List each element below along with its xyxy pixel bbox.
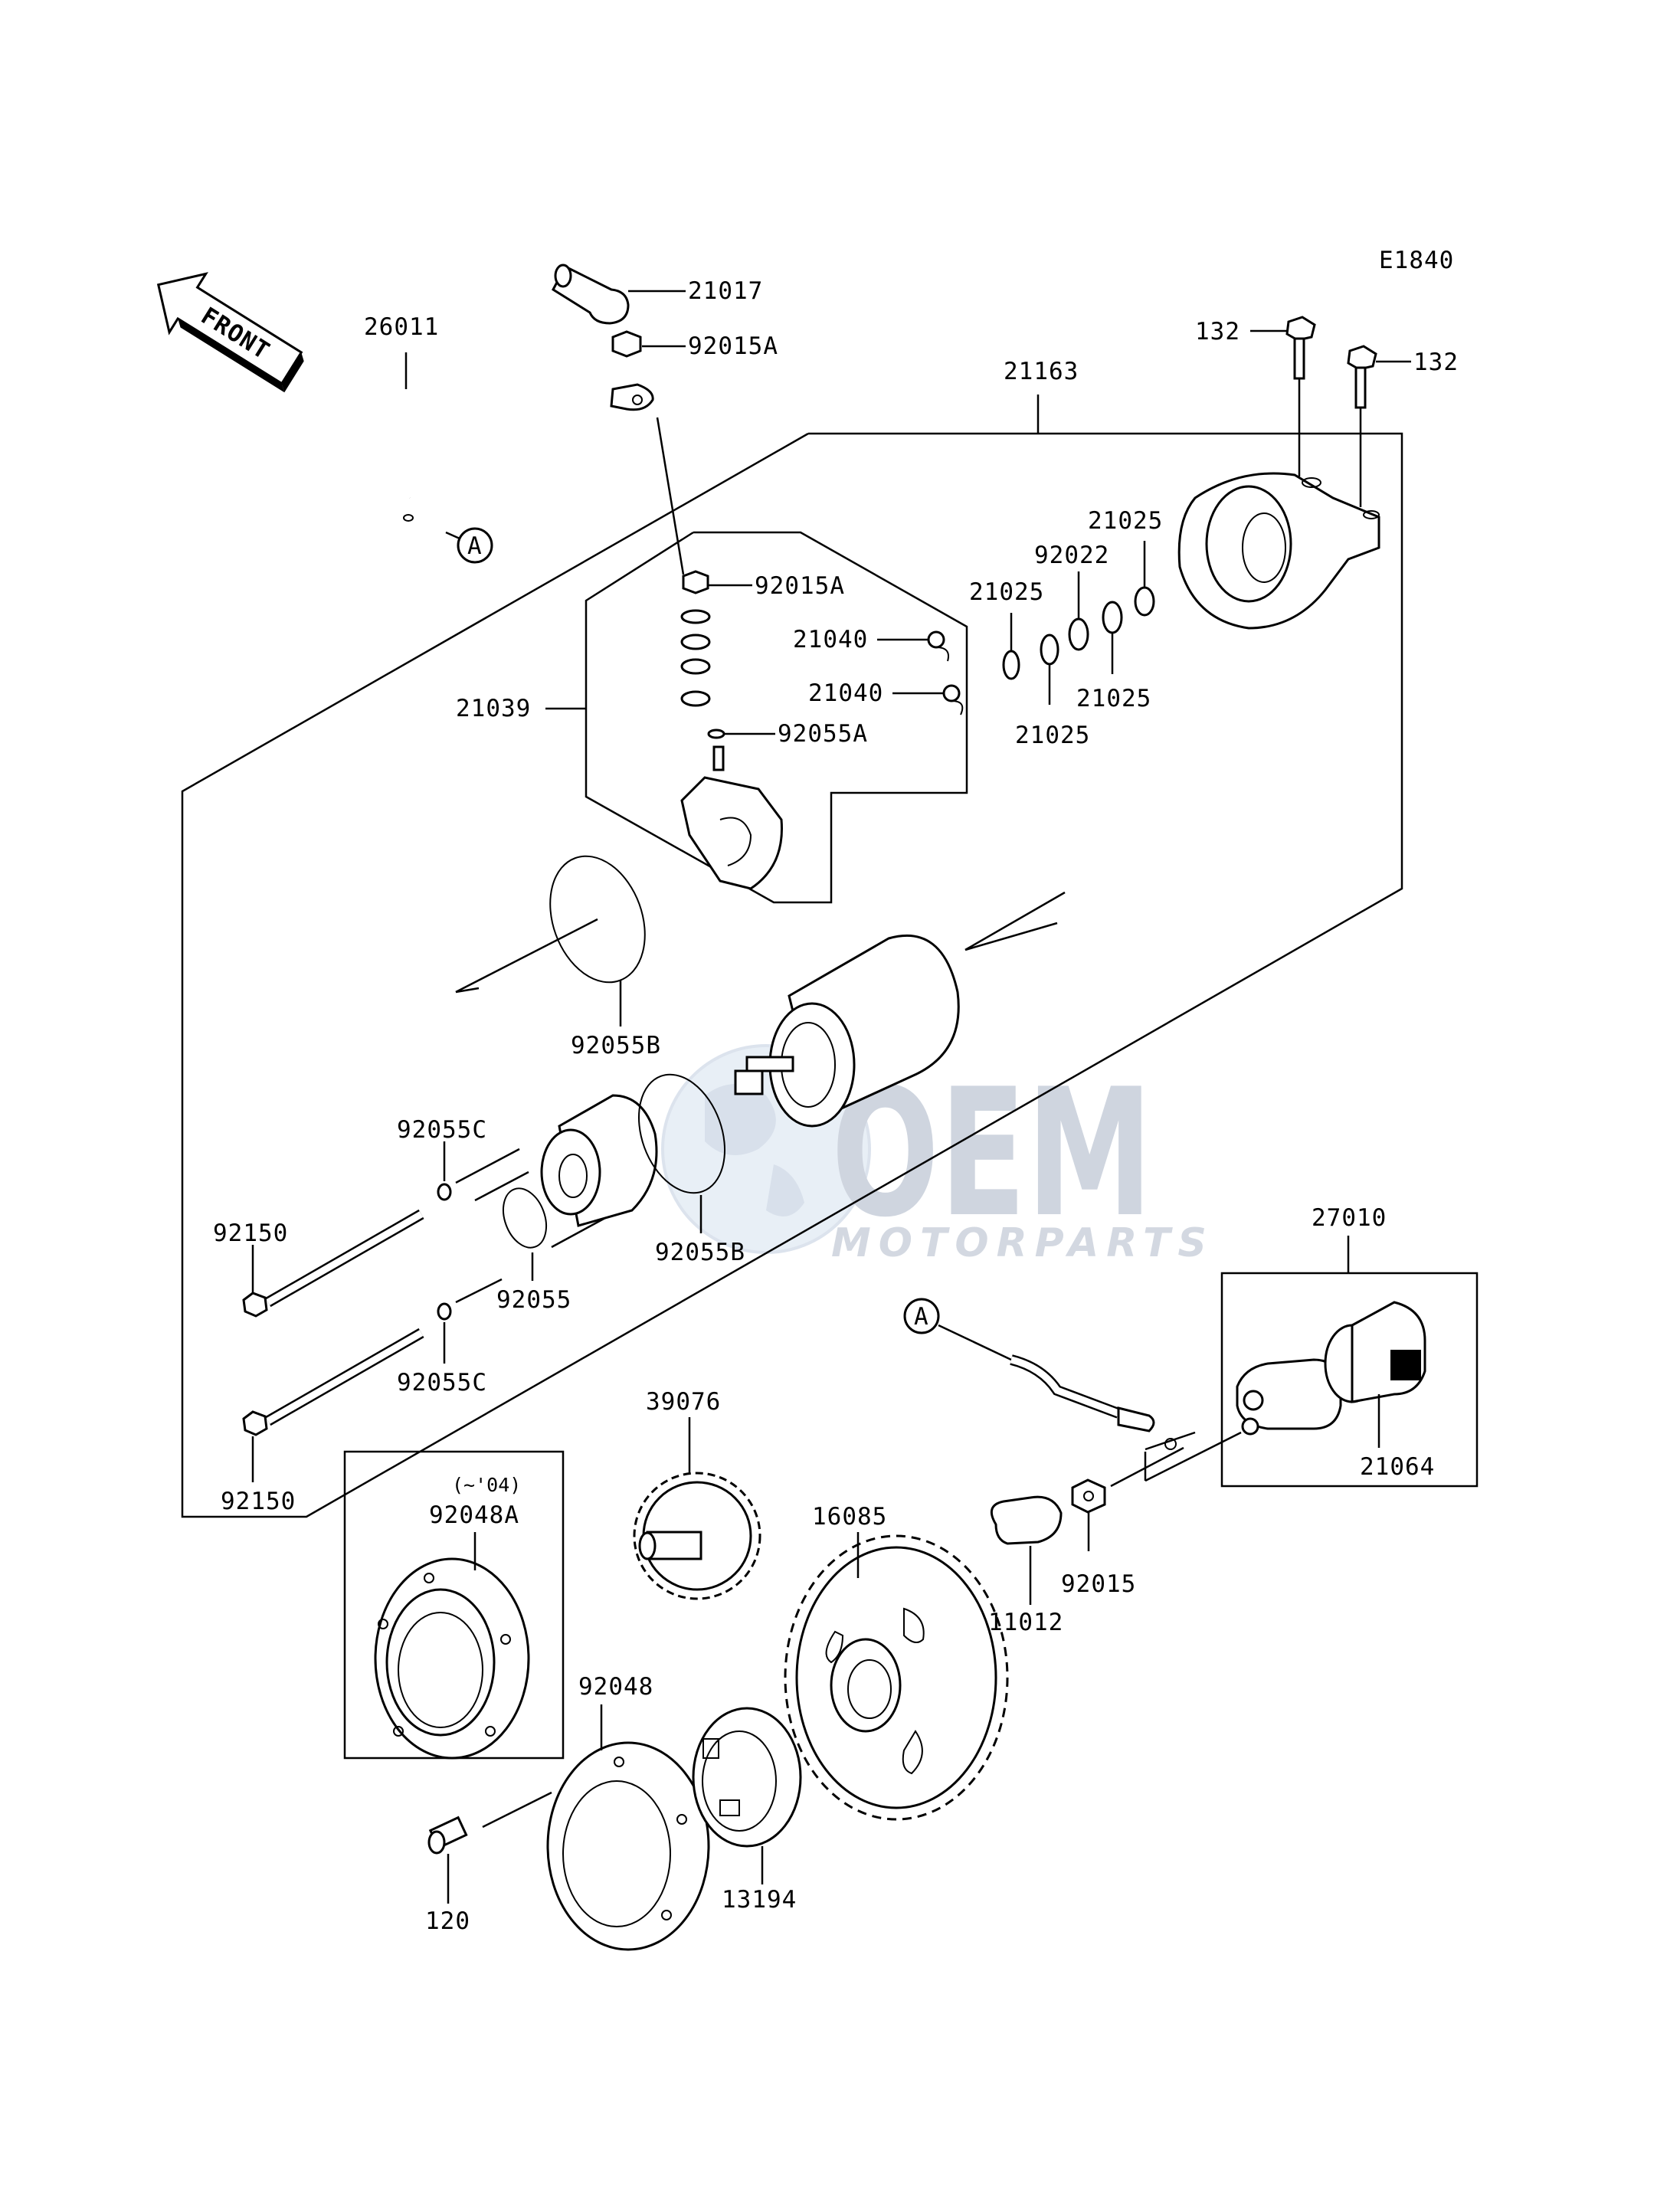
- roller-cage-13194: [692, 1707, 802, 1884]
- one-way-clutch-92048: [482, 1704, 710, 1951]
- label-21017: 21017: [688, 277, 763, 305]
- terminal-cap-21017: [552, 264, 630, 325]
- label-16085: 16085: [812, 1503, 887, 1531]
- cap-11012: [990, 1495, 1063, 1605]
- front-arrow-icon: FRONT: [156, 272, 304, 393]
- label-92055C-b: 92055C: [397, 1369, 487, 1396]
- washer-set-21025: [1002, 586, 1155, 680]
- o-ring-92055B-lower: [637, 1073, 726, 1194]
- ref-marker-a-bottom: [903, 1298, 940, 1334]
- label-26011: 26011: [364, 313, 439, 341]
- assembly-outline-21163: [181, 432, 1403, 1518]
- o-ring-92055C-b: [437, 1302, 452, 1321]
- label-132-right: 132: [1413, 349, 1459, 376]
- rubber-boot-21064: [1324, 1301, 1426, 1448]
- starter-cable-26011: [379, 372, 654, 522]
- label-21040-a: 21040: [793, 626, 868, 653]
- ref-marker-a-bottom-label: A: [914, 1303, 929, 1331]
- diagram-code: E1840: [1379, 247, 1454, 274]
- label-92055: 92055: [496, 1286, 571, 1314]
- label-120: 120: [425, 1907, 470, 1935]
- label-21025-b: 21025: [969, 578, 1044, 606]
- label-39076: 39076: [646, 1388, 721, 1416]
- label-21025-c: 21025: [1076, 685, 1151, 712]
- label-21163: 21163: [1004, 358, 1079, 385]
- label-27010: 27010: [1312, 1204, 1387, 1232]
- through-bolt-92150-b: [242, 1328, 424, 1436]
- nut-92015: [1071, 1478, 1106, 1514]
- one-way-clutch-92048A: [374, 1532, 530, 1760]
- assembly-outline-27010: [1220, 1272, 1479, 1488]
- bolt-132-right: [1347, 345, 1411, 507]
- label-21040-b: 21040: [808, 679, 883, 707]
- label-92055B-a: 92055B: [571, 1032, 661, 1059]
- o-ring-92055C-a: [437, 1183, 452, 1201]
- starter-motor-body: [734, 891, 1066, 1128]
- rear-cover-21163: [1177, 472, 1380, 630]
- label-92055A: 92055A: [778, 720, 868, 748]
- label-132-left: 132: [1195, 318, 1240, 345]
- label-92048: 92048: [578, 1673, 653, 1701]
- label-92015: 92015: [1061, 1570, 1136, 1598]
- bolt-132-left: [1250, 316, 1316, 476]
- label-92015A-mid: 92015A: [755, 572, 845, 600]
- label-13194: 13194: [722, 1886, 797, 1914]
- spring-21040-a: [927, 630, 949, 662]
- label-92048A: 92048A: [429, 1501, 519, 1529]
- starter-clutch-gear-16085: [784, 1532, 1009, 1821]
- idler-gear-39076: [633, 1417, 761, 1600]
- label-92022: 92022: [1034, 542, 1109, 569]
- watermark-tagline: MOTORPARTS: [831, 1220, 1214, 1266]
- brush-holder-21039: [680, 570, 783, 890]
- bolt-120: [427, 1816, 468, 1904]
- cable-lead: [938, 1324, 1196, 1451]
- label-21025-d: 21025: [1015, 722, 1090, 749]
- label-92150-a: 92150: [213, 1220, 288, 1247]
- spring-21040-b: [942, 684, 964, 715]
- starter-relay-27010: [1144, 1358, 1342, 1482]
- through-bolt-92150-a: [242, 1209, 424, 1318]
- o-ring-92055B-upper: [549, 855, 646, 984]
- o-ring-92055: [502, 1187, 548, 1249]
- front-cover: [540, 1094, 658, 1227]
- nut-92015A-top: [611, 330, 642, 358]
- label-92055B-b: 92055B: [655, 1239, 745, 1266]
- label-92055C-a: 92055C: [397, 1116, 487, 1144]
- ref-marker-a-top: [457, 527, 493, 564]
- label-11012: 11012: [988, 1609, 1063, 1636]
- label-21064: 21064: [1360, 1453, 1435, 1481]
- label-21025-a: 21025: [1088, 507, 1163, 535]
- label-21039: 21039: [456, 695, 531, 722]
- label-92150-b: 92150: [221, 1488, 296, 1515]
- label-note-years: (~'04): [452, 1474, 521, 1496]
- ref-marker-a-top-label: A: [467, 532, 483, 560]
- label-92015A-top: 92015A: [688, 332, 778, 360]
- assembly-outline-21039: [585, 531, 968, 904]
